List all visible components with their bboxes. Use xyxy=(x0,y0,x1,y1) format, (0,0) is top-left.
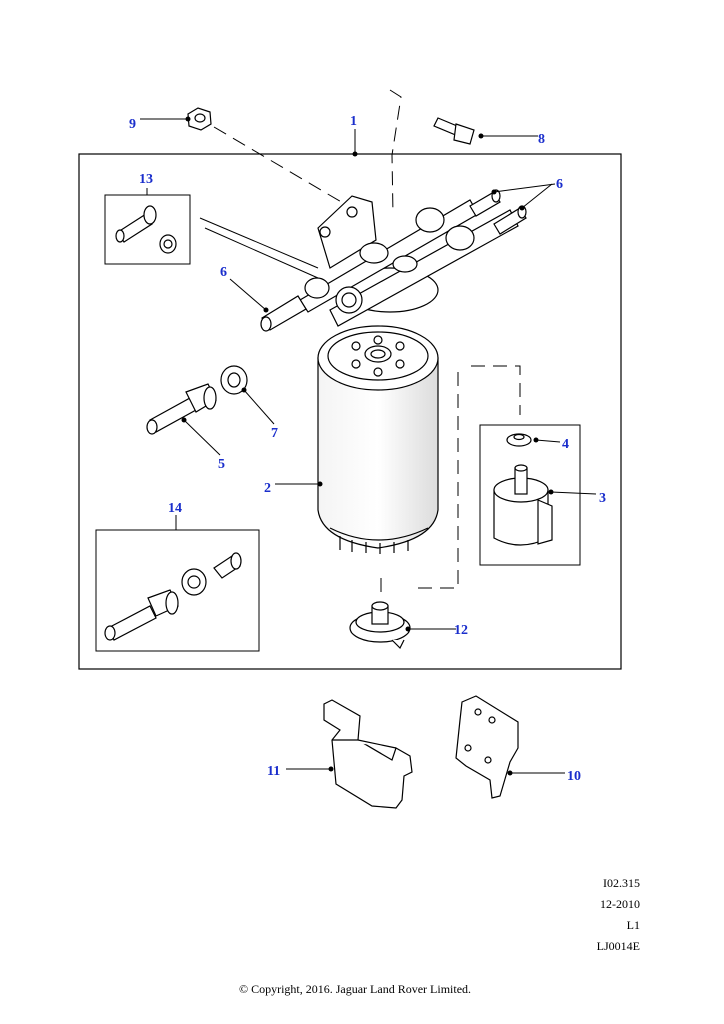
leader-dots xyxy=(181,116,554,776)
callout-11: 11 xyxy=(267,764,280,779)
filter-canister xyxy=(317,325,439,554)
callout-5: 5 xyxy=(218,457,225,472)
kit-14-box xyxy=(95,529,260,652)
callout-12: 12 xyxy=(454,623,468,638)
callout-9: 9 xyxy=(129,117,136,132)
callout-6-right: 6 xyxy=(556,177,563,192)
drain-cap xyxy=(349,601,411,650)
kit-13-parts xyxy=(115,205,177,254)
callout-2: 2 xyxy=(264,481,271,496)
nut-9 xyxy=(187,107,212,131)
copyright-notice: © Copyright, 2016. Jaguar Land Rover Lim… xyxy=(238,982,472,996)
callout-3: 3 xyxy=(599,491,606,506)
callout-4: 4 xyxy=(562,437,569,452)
union-5 xyxy=(146,383,217,435)
callout-numbers: 1 2 3 4 5 6 6 7 8 9 10 11 12 13 14 xyxy=(129,114,606,784)
callout-7: 7 xyxy=(271,426,278,441)
bracket-11 xyxy=(323,699,413,809)
part-3-box xyxy=(479,424,581,566)
callout-13: 13 xyxy=(139,172,153,187)
mounting-plate-10 xyxy=(455,695,519,799)
dashed-guides xyxy=(213,89,521,600)
washer-4 xyxy=(506,433,532,447)
kit-13-box xyxy=(104,194,191,265)
revision-date: 12-2010 xyxy=(600,897,640,911)
bolt-8 xyxy=(433,117,475,145)
leader-lines xyxy=(140,118,597,774)
callout-10: 10 xyxy=(567,769,581,784)
pipe-ends xyxy=(260,189,527,332)
filter-head xyxy=(299,195,519,327)
assembly-frame xyxy=(78,153,622,670)
callout-14: 14 xyxy=(168,501,182,516)
kit-14-parts xyxy=(104,552,242,641)
illustration-code: LJ0014E xyxy=(596,939,640,953)
level-code: L1 xyxy=(626,918,640,932)
ref-code: I02.315 xyxy=(603,876,640,890)
washer-7 xyxy=(220,365,248,395)
water-sensor xyxy=(493,464,553,546)
callout-8: 8 xyxy=(538,132,545,147)
callout-6-left: 6 xyxy=(220,265,227,280)
callout-1: 1 xyxy=(350,114,357,129)
